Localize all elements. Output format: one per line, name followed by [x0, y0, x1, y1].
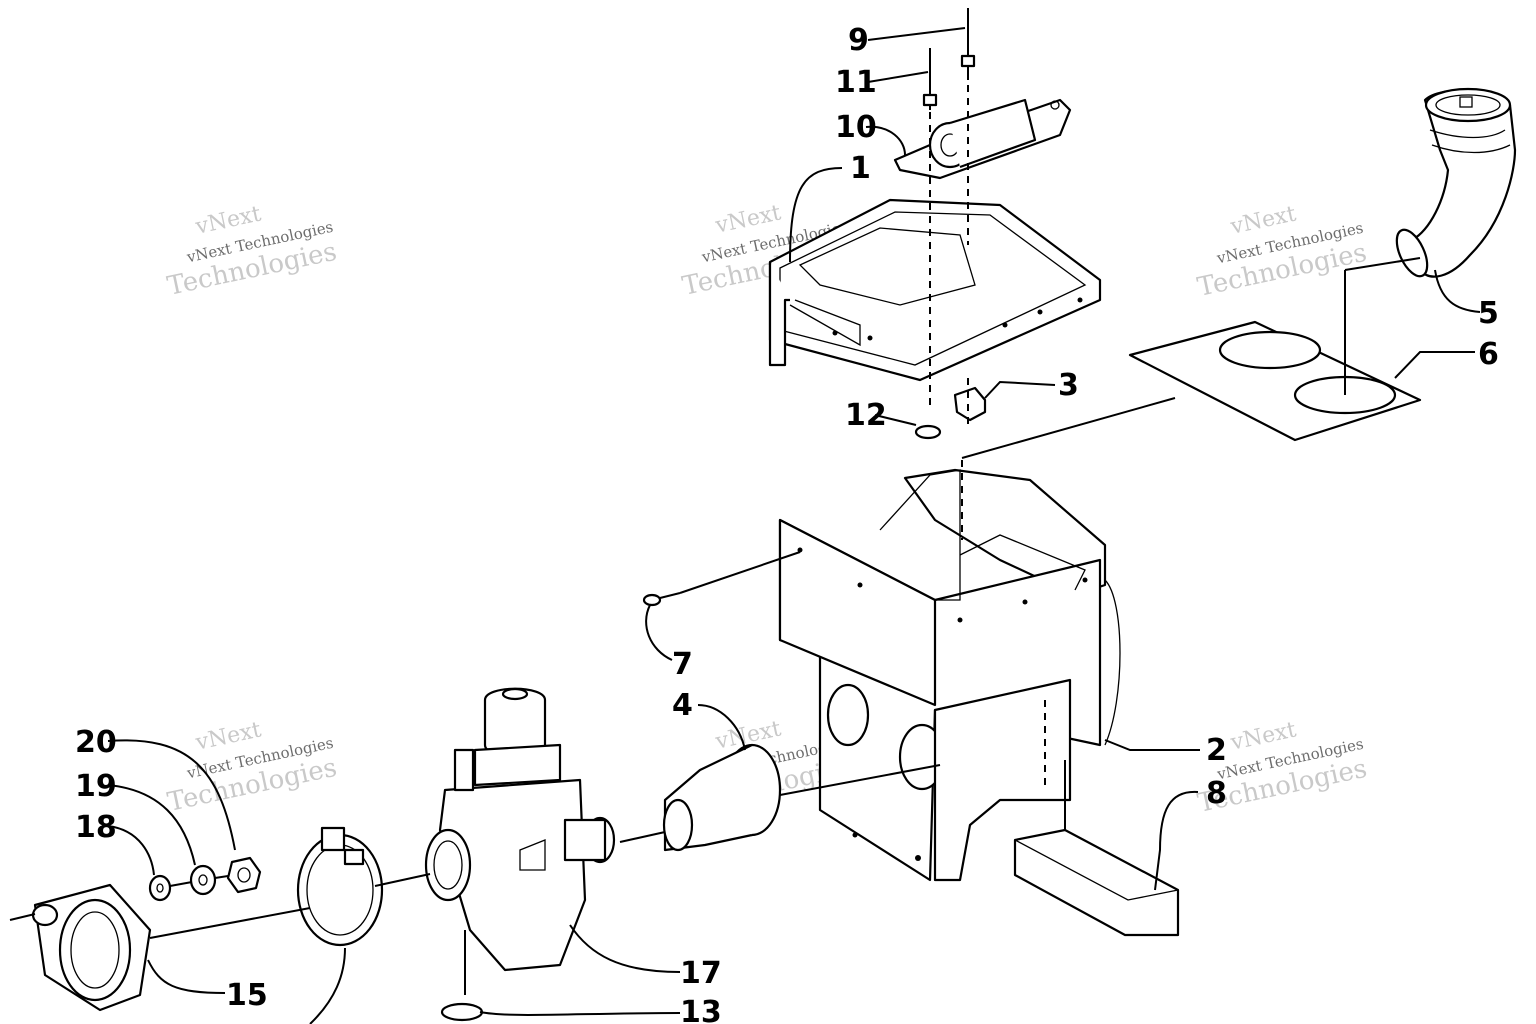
screen-filter — [1013, 760, 1180, 937]
washer-12 — [914, 424, 942, 440]
intake-elbow — [1395, 87, 1517, 278]
clip-13 — [440, 1002, 484, 1022]
screw-7 — [642, 551, 801, 607]
callout-6: 6 — [1478, 337, 1499, 372]
latch-bracket — [893, 98, 1072, 180]
callout-11: 11 — [835, 65, 877, 100]
callout-18: 18 — [75, 810, 117, 845]
callout-2: 2 — [1206, 733, 1227, 768]
callout-7: 7 — [672, 647, 693, 682]
nut-20 — [169, 856, 262, 894]
hose-clamp — [296, 826, 384, 947]
callout-3: 3 — [1058, 368, 1079, 403]
watermark-3: vNext vNext Technologies Technologies — [1195, 201, 1370, 302]
callout-4: 4 — [672, 688, 693, 723]
watermark-1: vNext vNext Technologies Technologies — [165, 201, 340, 301]
lock-washer-19 — [189, 864, 217, 896]
watermark-4: vNext vNext Technologies Technologies — [165, 717, 340, 817]
pin-9 — [960, 8, 976, 245]
airbox-lid — [768, 198, 1102, 382]
airbox — [778, 460, 1121, 882]
callout-8: 8 — [1206, 776, 1227, 811]
washer-18 — [148, 874, 172, 902]
callout-10: 10 — [835, 110, 877, 145]
adapter-plate — [1128, 257, 1422, 442]
callout-20: 20 — [75, 725, 117, 760]
carburetor — [424, 687, 666, 995]
leader-lines — [107, 27, 1481, 1024]
callout-12: 12 — [845, 398, 887, 433]
intake-boot — [662, 743, 941, 852]
callout-5: 5 — [1478, 296, 1499, 331]
callout-1: 1 — [850, 151, 871, 186]
intake-flange — [9, 873, 431, 1012]
callout-13: 13 — [680, 995, 722, 1024]
grommet-3 — [953, 378, 987, 430]
pin-11 — [922, 48, 938, 410]
callout-9: 9 — [848, 23, 869, 58]
leader-6-airbox — [961, 397, 1176, 459]
callout-15: 15 — [226, 978, 268, 1013]
callout-19: 19 — [75, 769, 117, 804]
callout-17: 17 — [680, 956, 722, 991]
